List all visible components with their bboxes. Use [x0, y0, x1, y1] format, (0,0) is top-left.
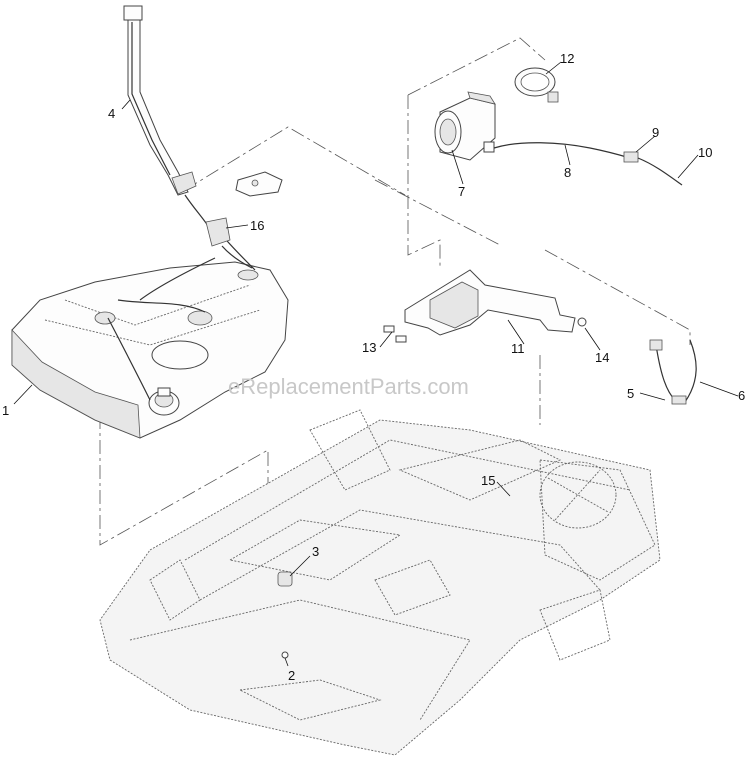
callout-7: 7: [458, 184, 465, 199]
vent-fittings[interactable]: [184, 194, 253, 269]
callout-5: 5: [627, 386, 634, 401]
callout-16: 16: [250, 218, 264, 233]
callout-11: 11: [511, 341, 525, 356]
vent-hose-assembly[interactable]: [649, 339, 697, 405]
fuel-tank[interactable]: [11, 261, 289, 439]
fuel-sender[interactable]: [148, 387, 180, 416]
watermark-text: eReplacementParts.com: [228, 374, 469, 399]
vent-line[interactable]: [637, 157, 683, 186]
canister-hose[interactable]: [493, 142, 631, 159]
callout-1: 1: [2, 403, 9, 418]
grommet[interactable]: [281, 651, 289, 659]
callout-3: 3: [312, 544, 319, 559]
callout-12: 12: [560, 51, 574, 66]
callout-9: 9: [652, 125, 659, 140]
callout-10: 10: [698, 145, 712, 160]
filler-neck[interactable]: [123, 5, 197, 196]
charcoal-canister[interactable]: [434, 91, 496, 161]
tank-bracket[interactable]: [235, 171, 283, 197]
callout-8: 8: [564, 165, 571, 180]
leader-lines: [13, 61, 739, 667]
callout-6: 6: [738, 388, 745, 403]
canister-bracket[interactable]: [404, 269, 576, 336]
callout-15: 15: [481, 473, 495, 488]
callout-13: 13: [362, 340, 376, 355]
isolator-mount[interactable]: [277, 571, 293, 587]
vehicle-frame: [99, 409, 661, 756]
callout-4: 4: [108, 106, 115, 121]
check-valve[interactable]: [623, 151, 639, 163]
callout-2: 2: [288, 668, 295, 683]
bracket-bolts[interactable]: [383, 325, 407, 343]
bracket-nut[interactable]: [577, 317, 587, 327]
canister-strap[interactable]: [514, 67, 559, 103]
callout-14: 14: [595, 350, 609, 365]
callout-labels: 1 2 3 4 5 6 7 8 9 10 11 12 13 14 15 16: [2, 51, 745, 683]
